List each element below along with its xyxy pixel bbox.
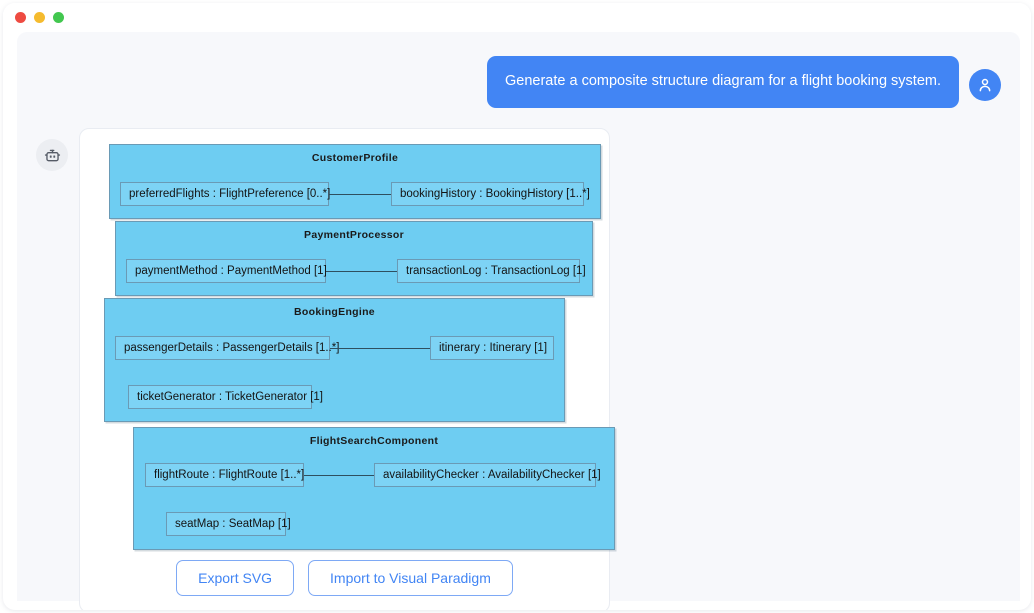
- port-label: itinerary : Itinerary [1]: [439, 342, 548, 354]
- bot-avatar: [36, 139, 68, 171]
- export-svg-button[interactable]: Export SVG: [176, 560, 295, 596]
- port-label: availabilityChecker : AvailabilityChecke…: [383, 469, 601, 481]
- port-label: passengerDetails : PassengerDetails [1..…: [124, 342, 340, 354]
- robot-icon: [43, 146, 62, 165]
- uml-port-bookinghistory[interactable]: bookingHistory : BookingHistory [1..*]: [391, 182, 590, 206]
- port-label: transactionLog : TransactionLog [1]: [406, 265, 586, 277]
- user-message-bubble: Generate a composite structure diagram f…: [486, 56, 959, 108]
- uml-port-transactionlog[interactable]: transactionLog : TransactionLog [1]: [397, 259, 586, 283]
- component-title: FlightSearchComponent: [309, 435, 439, 447]
- uml-connector: [326, 271, 397, 272]
- uml-port-preferredflights[interactable]: preferredFlights : FlightPreference [0..…: [120, 182, 331, 206]
- close-window-button[interactable]: [15, 12, 26, 23]
- user-avatar: [969, 69, 1001, 101]
- port-label: ticketGenerator : TicketGenerator [1]: [137, 391, 323, 403]
- bot-response-card: CustomerProfile preferredFlights : Fligh…: [79, 128, 615, 610]
- user-person-icon: [976, 76, 994, 94]
- uml-connector: [304, 475, 374, 476]
- uml-port-itinerary[interactable]: itinerary : Itinerary [1]: [430, 336, 554, 360]
- port-label: flightRoute : FlightRoute [1..*]: [154, 469, 305, 481]
- user-message-row: Generate a composite structure diagram f…: [486, 56, 1001, 108]
- maximize-window-button[interactable]: [53, 12, 64, 23]
- uml-connector: [329, 194, 391, 195]
- port-label: bookingHistory : BookingHistory [1..*]: [400, 188, 590, 200]
- window-controls: [15, 12, 64, 23]
- app-window: Generate a composite structure diagram f…: [3, 3, 1031, 610]
- component-title: CustomerProfile: [311, 152, 399, 164]
- component-title: BookingEngine: [294, 306, 375, 318]
- port-label: seatMap : SeatMap [1]: [175, 518, 291, 530]
- uml-connector: [330, 348, 430, 349]
- uml-component-customerprofile[interactable]: CustomerProfile: [109, 144, 601, 219]
- chat-panel: Generate a composite structure diagram f…: [17, 32, 1020, 610]
- uml-port-paymentmethod[interactable]: paymentMethod : PaymentMethod [1]: [126, 259, 327, 283]
- uml-port-seatmap[interactable]: seatMap : SeatMap [1]: [166, 512, 291, 536]
- uml-component-paymentprocessor[interactable]: PaymentProcessor: [115, 221, 593, 296]
- diagram-actions: Export SVG Import to Visual Paradigm: [94, 560, 595, 596]
- port-label: paymentMethod : PaymentMethod [1]: [135, 265, 327, 277]
- port-label: preferredFlights : FlightPreference [0..…: [129, 188, 331, 200]
- uml-port-flightroute[interactable]: flightRoute : FlightRoute [1..*]: [145, 463, 304, 487]
- minimize-window-button[interactable]: [34, 12, 45, 23]
- import-to-visual-paradigm-button[interactable]: Import to Visual Paradigm: [308, 560, 513, 596]
- window-titlebar: [3, 3, 1031, 32]
- uml-port-passengerdetails[interactable]: passengerDetails : PassengerDetails [1..…: [115, 336, 339, 360]
- uml-port-ticketgenerator[interactable]: ticketGenerator : TicketGenerator [1]: [128, 385, 323, 409]
- uml-port-availabilitychecker[interactable]: availabilityChecker : AvailabilityChecke…: [374, 463, 601, 487]
- component-title: PaymentProcessor: [304, 229, 404, 241]
- bot-message-row: CustomerProfile preferredFlights : Fligh…: [36, 128, 615, 610]
- uml-composite-structure-diagram: CustomerProfile preferredFlights : Fligh…: [94, 142, 615, 550]
